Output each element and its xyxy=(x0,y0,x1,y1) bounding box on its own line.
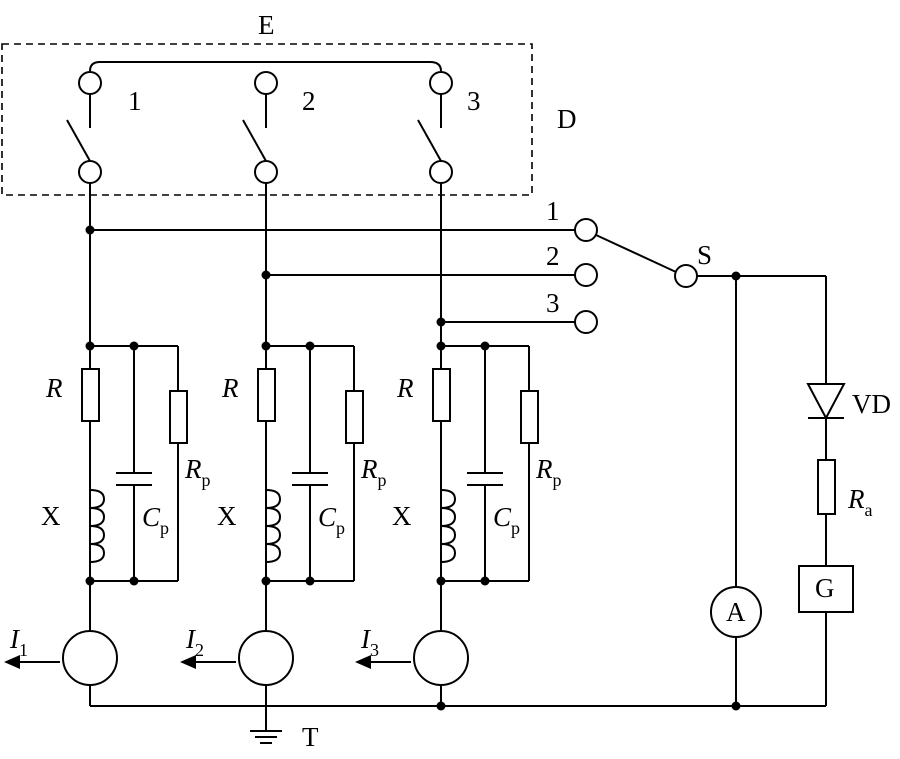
selector-contact-3 xyxy=(574,310,598,334)
label-e: E xyxy=(258,10,275,40)
phase-2-label-rp: Rp xyxy=(360,454,387,490)
contact-1-label: 1 xyxy=(128,86,142,116)
phase-1-resistor-rp xyxy=(169,390,188,444)
selector-contact-2 xyxy=(574,263,598,287)
phase-2-label-i: I2 xyxy=(185,624,204,660)
diode-vd xyxy=(806,383,846,421)
junction-bottom-ammeter xyxy=(731,701,741,711)
selector-position-3-label: 3 xyxy=(546,288,560,318)
enclosure-d-border xyxy=(1,43,533,196)
phase-1-label-cp: Cp xyxy=(142,502,169,538)
contact-2-label: 2 xyxy=(302,86,316,116)
phase-1-label-x: X xyxy=(41,501,61,531)
phase-3-resistor-rp xyxy=(520,390,539,444)
selector-position-1-label: 1 xyxy=(546,196,560,226)
phase-3-label-rp: Rp xyxy=(535,454,562,490)
phase-3-junction-bottom xyxy=(436,576,446,586)
phase-1-label-rp: Rp xyxy=(184,454,211,490)
label-d: D xyxy=(557,104,577,134)
phase-3-resistor-r xyxy=(432,368,451,422)
ammeter-label: A xyxy=(726,597,746,627)
junction-tap-2 xyxy=(261,270,271,280)
phase-1-resistor-r xyxy=(81,368,100,422)
galvanometer-label: G xyxy=(815,573,835,603)
contact-1-bottom-terminal xyxy=(78,160,102,184)
galvanometer-g xyxy=(798,565,854,613)
phase-1-junction-bottom xyxy=(85,576,95,586)
phase-2-resistor-rp xyxy=(345,390,364,444)
contact-2-bottom-terminal xyxy=(254,160,278,184)
label-vd: VD xyxy=(852,389,891,419)
label-s: S xyxy=(697,240,712,270)
label-ra: Ra xyxy=(847,484,873,520)
selector-position-2-label: 2 xyxy=(546,241,560,271)
phase-2-label-cp: Cp xyxy=(318,502,345,538)
phase-1-current-arrowhead xyxy=(4,655,20,669)
selector-pivot xyxy=(674,264,698,288)
contact-2-blade xyxy=(242,119,267,162)
phase-1-network: R X Cp Rp I1 xyxy=(4,341,211,706)
phase-3-current-arrowhead xyxy=(355,655,371,669)
phase-2-current-source xyxy=(238,630,294,686)
phase-2-label-r: R xyxy=(221,373,239,403)
phase-2-current-arrowhead xyxy=(180,655,196,669)
contact-2-top-terminal xyxy=(254,71,278,95)
contact-3-top-terminal xyxy=(429,71,453,95)
junction-tap-3 xyxy=(436,317,446,327)
contact-3-bottom-terminal xyxy=(429,160,453,184)
phase-3-current-source xyxy=(413,630,469,686)
phase-2-label-x: X xyxy=(217,501,237,531)
phase-2-resistor-r xyxy=(257,368,276,422)
phase-1-label-i: I1 xyxy=(9,624,28,660)
phase-2-inductor-x xyxy=(265,489,282,563)
label-t: T xyxy=(302,722,319,752)
phase-3-label-r: R xyxy=(396,373,414,403)
phase-2-junction-bottom xyxy=(261,576,271,586)
junction-tap-1 xyxy=(85,225,95,235)
contact-1-top-terminal xyxy=(78,71,102,95)
phase-1-inductor-x xyxy=(89,489,106,563)
phase-1-current-source xyxy=(62,630,118,686)
phase-1-label-r: R xyxy=(45,373,63,403)
ammeter-a xyxy=(710,586,762,638)
phase-3-network: R X Cp Rp I3 xyxy=(355,341,562,706)
contact-3-blade xyxy=(417,119,442,162)
resistor-ra xyxy=(817,459,836,515)
phase-3-label-x: X xyxy=(392,501,412,531)
selector-blade xyxy=(595,234,677,273)
phase-3-label-i: I3 xyxy=(360,624,379,660)
selector-contact-1 xyxy=(574,218,598,242)
phase-3-inductor-x xyxy=(440,489,457,563)
contact-3-label: 3 xyxy=(467,86,481,116)
phase-3-label-cp: Cp xyxy=(493,502,520,538)
top-bus xyxy=(89,61,442,72)
phase-2-network: R X Cp Rp I2 xyxy=(180,341,387,706)
contact-1-blade xyxy=(66,119,91,162)
